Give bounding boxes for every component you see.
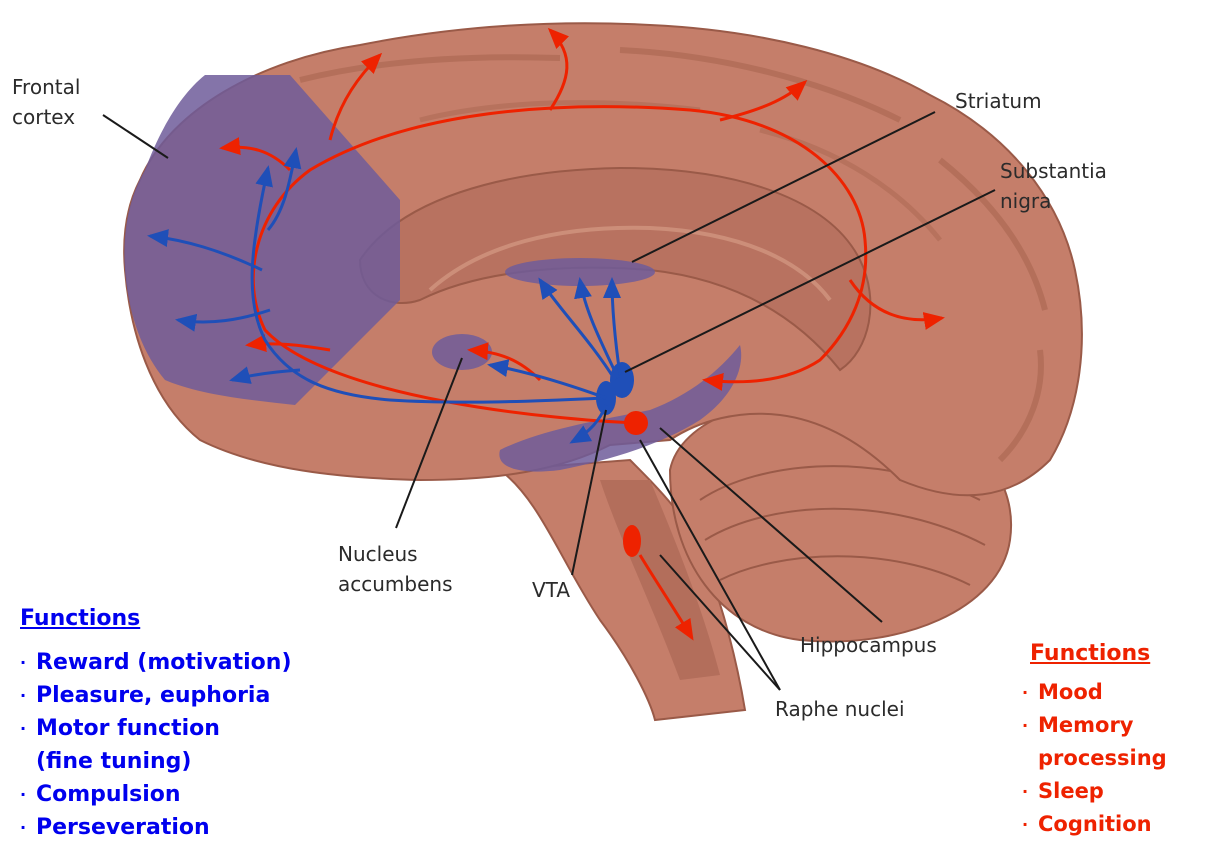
hippocampus-label: Hippocampus	[800, 630, 937, 660]
list-item: ·Pleasure, euphoria	[20, 679, 292, 712]
list-item: ·Mood	[1022, 676, 1167, 709]
dopamine-functions-list: ·Reward (motivation) ·Pleasure, euphoria…	[20, 646, 292, 844]
raphe-nuclei-label: Raphe nuclei	[775, 694, 905, 724]
list-item: ·Perseveration	[20, 811, 292, 844]
frontal-cortex-label: Frontal cortex	[12, 72, 80, 132]
list-item: ·Cognition	[1022, 808, 1167, 841]
raphe-nucleus-lower	[623, 525, 641, 557]
list-item: (fine tuning)	[20, 745, 292, 778]
list-item: ·Reward (motivation)	[20, 646, 292, 679]
frontal-cortex-leader	[103, 115, 168, 158]
vta-label: VTA	[532, 575, 570, 605]
list-item: ·Memory	[1022, 709, 1167, 742]
serotonin-functions-title: Functions	[1030, 641, 1150, 666]
striatum-label: Striatum	[955, 86, 1042, 116]
substantia-nigra-label: Substantia nigra	[1000, 156, 1107, 216]
list-item: processing	[1022, 742, 1167, 775]
list-item: ·Compulsion	[20, 778, 292, 811]
dopamine-functions-title: Functions	[20, 606, 140, 631]
nucleus-accumbens-label: Nucleus accumbens	[338, 539, 453, 599]
list-item: ·Sleep	[1022, 775, 1167, 808]
serotonin-functions-list: ·Mood ·Memory processing ·Sleep ·Cogniti…	[1022, 676, 1167, 841]
list-item: ·Motor function	[20, 712, 292, 745]
